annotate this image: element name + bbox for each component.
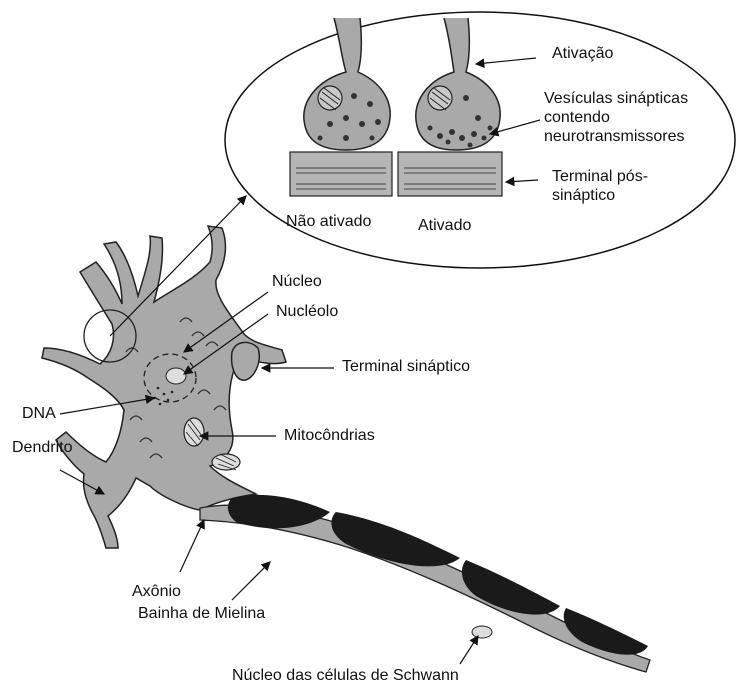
axon bbox=[200, 495, 650, 672]
label-ativacao: Ativação bbox=[552, 44, 613, 63]
label-bainha-de-mielina: Bainha de Mielina bbox=[138, 604, 265, 623]
label-mitocondrias: Mitocôndrias bbox=[284, 426, 375, 445]
label-nucleo-celulas-schwann: Núcleo das células de Schwann bbox=[232, 666, 459, 685]
label-nucleo: Núcleo bbox=[272, 272, 322, 291]
label-terminal-pos-sinaptico: Terminal pós-sináptico bbox=[552, 167, 672, 205]
label-nao-ativado: Não ativado bbox=[286, 212, 371, 231]
label-terminal-sinaptico: Terminal sináptico bbox=[342, 357, 470, 376]
label-vesiculas: Vesículas sinápticas contendo neurotrans… bbox=[544, 89, 724, 146]
label-nucleolo: Nucléolo bbox=[276, 302, 338, 321]
label-ativado: Ativado bbox=[418, 216, 471, 235]
label-dna: DNA bbox=[22, 404, 56, 423]
synapse-not-activated bbox=[290, 18, 392, 196]
label-dendrito: Dendrito bbox=[12, 438, 72, 457]
label-axonio: Axônio bbox=[132, 582, 181, 601]
synapse-activated bbox=[398, 18, 502, 196]
